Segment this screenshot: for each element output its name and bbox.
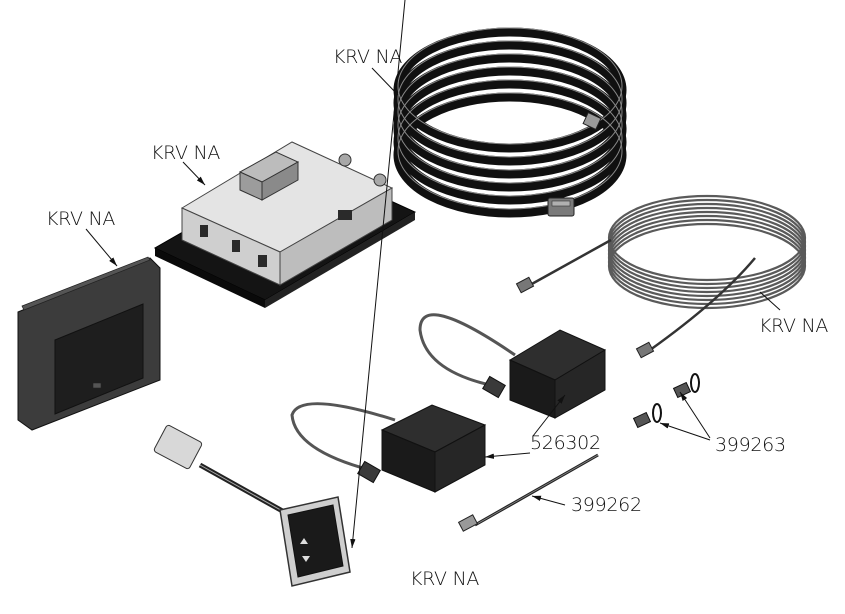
- keypad-up-button: [300, 538, 308, 544]
- keypad-control-panel: [153, 424, 351, 587]
- pigtail-harness: [457, 453, 599, 532]
- main-harness-cable-coil: [393, 27, 627, 218]
- callout-pigtail: 399262: [571, 494, 642, 516]
- module-side-connectors: [200, 210, 352, 267]
- callout-main-harness: KRV NA: [333, 46, 403, 68]
- level-sensor-lower: [290, 402, 487, 493]
- extension-connector-a: [515, 276, 535, 294]
- pigtail-connector: [457, 514, 479, 532]
- extension-cable-coil: [515, 194, 807, 359]
- harness-connector-small: [582, 111, 602, 131]
- callout-keypad: KRV NA: [410, 568, 480, 590]
- terminator-plug-b: [632, 411, 652, 429]
- touchscreen-display: [17, 256, 161, 431]
- callout-terminators: 399263: [715, 434, 786, 456]
- level-sensor-upper: [418, 313, 607, 419]
- control-module: [153, 141, 417, 308]
- keypad-plug: [153, 424, 203, 470]
- callout-extension-cable: KRV NA: [759, 315, 829, 337]
- sensor-lower-plug: [357, 460, 381, 484]
- leader-lines: [85, 0, 781, 549]
- terminator-plug-pair: [632, 373, 700, 429]
- sensor-upper-plug: [482, 375, 506, 399]
- display-home-button: [92, 382, 102, 389]
- module-top-plugs: [338, 153, 387, 187]
- callout-sensors: 526302: [530, 432, 601, 454]
- keypad-down-button: [302, 556, 310, 562]
- callout-control-module: KRV NA: [151, 142, 221, 164]
- callout-display: KRV NA: [46, 208, 116, 230]
- module-relay-block: [238, 151, 300, 201]
- extension-connector-b: [635, 341, 655, 359]
- harness-connector-large: [547, 197, 575, 217]
